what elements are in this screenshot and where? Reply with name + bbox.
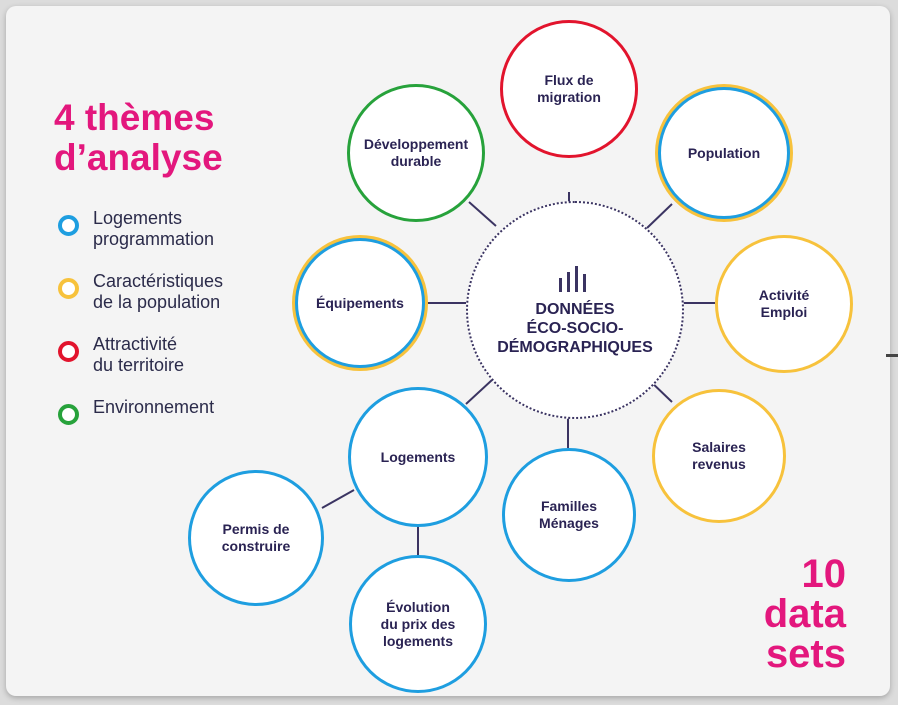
bar-chart-icon bbox=[559, 265, 586, 292]
connector-permis bbox=[321, 489, 355, 509]
legend-item-environnement: Environnement bbox=[58, 397, 278, 425]
connector-logements bbox=[465, 379, 493, 405]
edge-connector-stub bbox=[886, 354, 898, 357]
node-equipements: Équipements bbox=[295, 238, 425, 368]
blue-ring-icon bbox=[58, 215, 79, 236]
page-title: 4 thèmes d’analyse bbox=[54, 97, 223, 178]
red-ring-icon bbox=[58, 341, 79, 362]
connector-population bbox=[646, 203, 673, 229]
datasets-count: 10 data sets bbox=[763, 552, 846, 676]
node-logements: Logements bbox=[348, 387, 488, 527]
node-population: Population bbox=[658, 87, 790, 219]
connector-developpement bbox=[468, 201, 497, 227]
yellow-ring-icon bbox=[58, 278, 79, 299]
central-node: DONNÉES ÉCO-SOCIO- DÉMOGRAPHIQUES bbox=[466, 201, 684, 419]
green-ring-icon bbox=[58, 404, 79, 425]
